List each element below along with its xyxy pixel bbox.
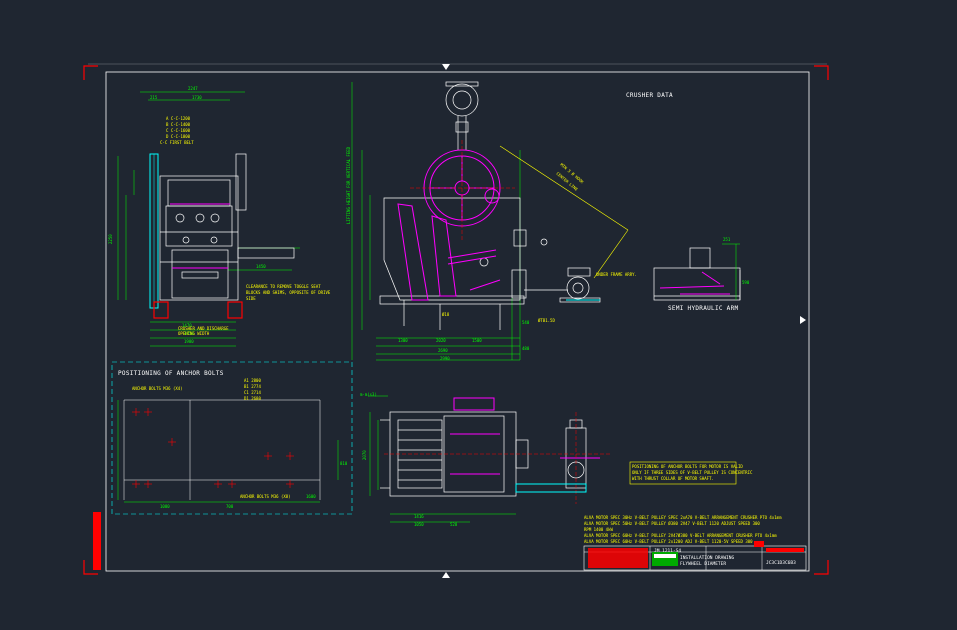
title-drawing-no: JM 1211-S4 xyxy=(654,549,682,554)
svg-text:A C-C-1200: A C-C-1200 xyxy=(166,116,191,121)
svg-text:ALVA MOTOR SPEC 60Hz V-BELT: ALVA MOTOR SPEC 60Hz V-BELT PULLEY 2x120… xyxy=(584,539,753,544)
svg-text:BLOCKS AND SHIMS, OPPOSITE OF: BLOCKS AND SHIMS, OPPOSITE OF DRIVE xyxy=(246,290,331,295)
bottom-notes: ALVA MOTOR SPEC 30Hz V-BELT PULLEY SPEC … xyxy=(584,515,782,544)
svg-text:1080: 1080 xyxy=(160,504,170,509)
side-view: 1300 2020 1500 2690 2990 LIFTING HEIGHT … xyxy=(346,81,629,361)
svg-text:1470: 1470 xyxy=(182,323,192,328)
svg-text:OPENING WIDTH: OPENING WIDTH xyxy=(178,331,210,336)
title-doc-code: JC3C1D3C6B3 xyxy=(766,561,796,566)
title-line-1: INSTALLATION DRAWING xyxy=(680,556,735,561)
svg-text:ALVA MOTOR SPEC 50Hz V-BELT: ALVA MOTOR SPEC 50Hz V-BELT PULLEY Ø380 … xyxy=(584,521,760,526)
svg-text:1500: 1500 xyxy=(472,338,482,343)
svg-text:1050: 1050 xyxy=(414,522,424,527)
crusher-data-heading: CRUSHER DATA xyxy=(626,92,673,99)
svg-text:ONLY IF THREE SIDES OF V-BELT: ONLY IF THREE SIDES OF V-BELT PULLEY IS … xyxy=(632,470,753,475)
svg-text:2247: 2247 xyxy=(188,86,198,91)
svg-text:1450: 1450 xyxy=(256,264,266,269)
svg-text:m·m(s3): m·m(s3) xyxy=(360,392,377,397)
svg-text:215: 215 xyxy=(150,95,158,100)
svg-text:ANCHOR BOLTS M36 (X8): ANCHOR BOLTS M36 (X8) xyxy=(240,494,291,499)
svg-text:1300: 1300 xyxy=(398,338,408,343)
svg-text:1980: 1980 xyxy=(184,339,194,344)
svg-text:708: 708 xyxy=(226,504,234,509)
semi-hydraulic-arm-view: 251 590 xyxy=(653,237,750,301)
svg-text:1730: 1730 xyxy=(192,95,202,100)
svg-text:590: 590 xyxy=(742,280,750,285)
svg-text:2070: 2070 xyxy=(362,450,367,460)
front-view: 2247 1730 215 2250 1470 1750 1980 1450 A… xyxy=(108,86,331,347)
svg-text:1416: 1416 xyxy=(414,514,424,519)
svg-text:1750: 1750 xyxy=(184,331,194,336)
svg-text:2020: 2020 xyxy=(436,338,446,343)
svg-text:ALVA MOTOR SPEC 60Hz V-BELT: ALVA MOTOR SPEC 60Hz V-BELT PULLEY 2V47Ø… xyxy=(584,533,777,538)
svg-text:D C-C-1800: D C-C-1800 xyxy=(166,134,191,139)
svg-text:C1 2714: C1 2714 xyxy=(244,390,261,395)
svg-text:CLEARANCE TO REMOVE TOGGLE SEA: CLEARANCE TO REMOVE TOGGLE SEAT xyxy=(246,284,321,289)
anchor-bolts-heading: POSITIONING OF ANCHOR BOLTS xyxy=(118,370,224,377)
svg-text:ALVA MOTOR SPEC 30Hz V-BELT: ALVA MOTOR SPEC 30Hz V-BELT PULLEY SPEC … xyxy=(584,515,782,520)
crop-marks xyxy=(83,65,829,575)
svg-text:2690: 2690 xyxy=(438,348,448,353)
top-view: m·m(s3) 1416 528 1050 2070 POSITIONING O… xyxy=(360,392,753,527)
svg-text:CRUSHER AND DISCHARGE: CRUSHER AND DISCHARGE xyxy=(178,326,229,331)
title-block xyxy=(583,541,807,571)
svg-text:810: 810 xyxy=(340,461,348,466)
svg-text:540: 540 xyxy=(522,320,530,325)
svg-text:2990: 2990 xyxy=(440,356,450,361)
title-line-2: FLYWHEEL DIAMETER xyxy=(680,562,727,567)
svg-text:RPM 1400 4kW: RPM 1400 4kW xyxy=(584,527,613,532)
frame-arrow-markers xyxy=(442,64,806,578)
svg-text:B C-C-1400: B C-C-1400 xyxy=(166,122,191,127)
red-side-strip xyxy=(93,512,101,570)
svg-text:480: 480 xyxy=(522,346,530,351)
svg-text:Ø18: Ø18 xyxy=(442,312,450,317)
svg-text:D1 2680: D1 2680 xyxy=(244,396,261,401)
svg-text:ANCHOR BOLTS M36 (X4): ANCHOR BOLTS M36 (X4) xyxy=(132,386,183,391)
sheet-outer-frame xyxy=(105,71,810,572)
svg-text:C C-C-1600: C C-C-1600 xyxy=(166,128,191,133)
svg-text:528: 528 xyxy=(450,522,458,527)
semi-hydraulic-arm-label: SEMI HYDRAULIC ARM xyxy=(668,305,739,312)
svg-text:SIDE: SIDE xyxy=(246,296,256,301)
svg-text:POSITIONING OF ANCHOR BOLTS FO: POSITIONING OF ANCHOR BOLTS FOR MOTOR IS… xyxy=(632,464,743,469)
anchor-bolts-view: ANCHOR BOLTS M36 (X4) A1 2800 B1 2774 C1… xyxy=(111,361,353,515)
svg-text:A1 2800: A1 2800 xyxy=(244,378,261,383)
svg-text:C-C FIRST BELT: C-C FIRST BELT xyxy=(160,140,194,145)
svg-text:B1 2774: B1 2774 xyxy=(244,384,261,389)
svg-text:2250: 2250 xyxy=(108,234,113,244)
svg-text:LIFTING HEIGHT FOR VERTICAL FE: LIFTING HEIGHT FOR VERTICAL FEED xyxy=(346,146,351,224)
motor-note: UNDER FRAME ARRY. xyxy=(596,272,637,277)
svg-text:WITH THRUST COLLAR OF MOTOR SH: WITH THRUST COLLAR OF MOTOR SHAFT. xyxy=(632,476,714,481)
svg-text:1600: 1600 xyxy=(306,494,316,499)
svg-text:ØTB1.5D: ØTB1.5D xyxy=(538,318,555,323)
svg-text:251: 251 xyxy=(723,237,731,242)
